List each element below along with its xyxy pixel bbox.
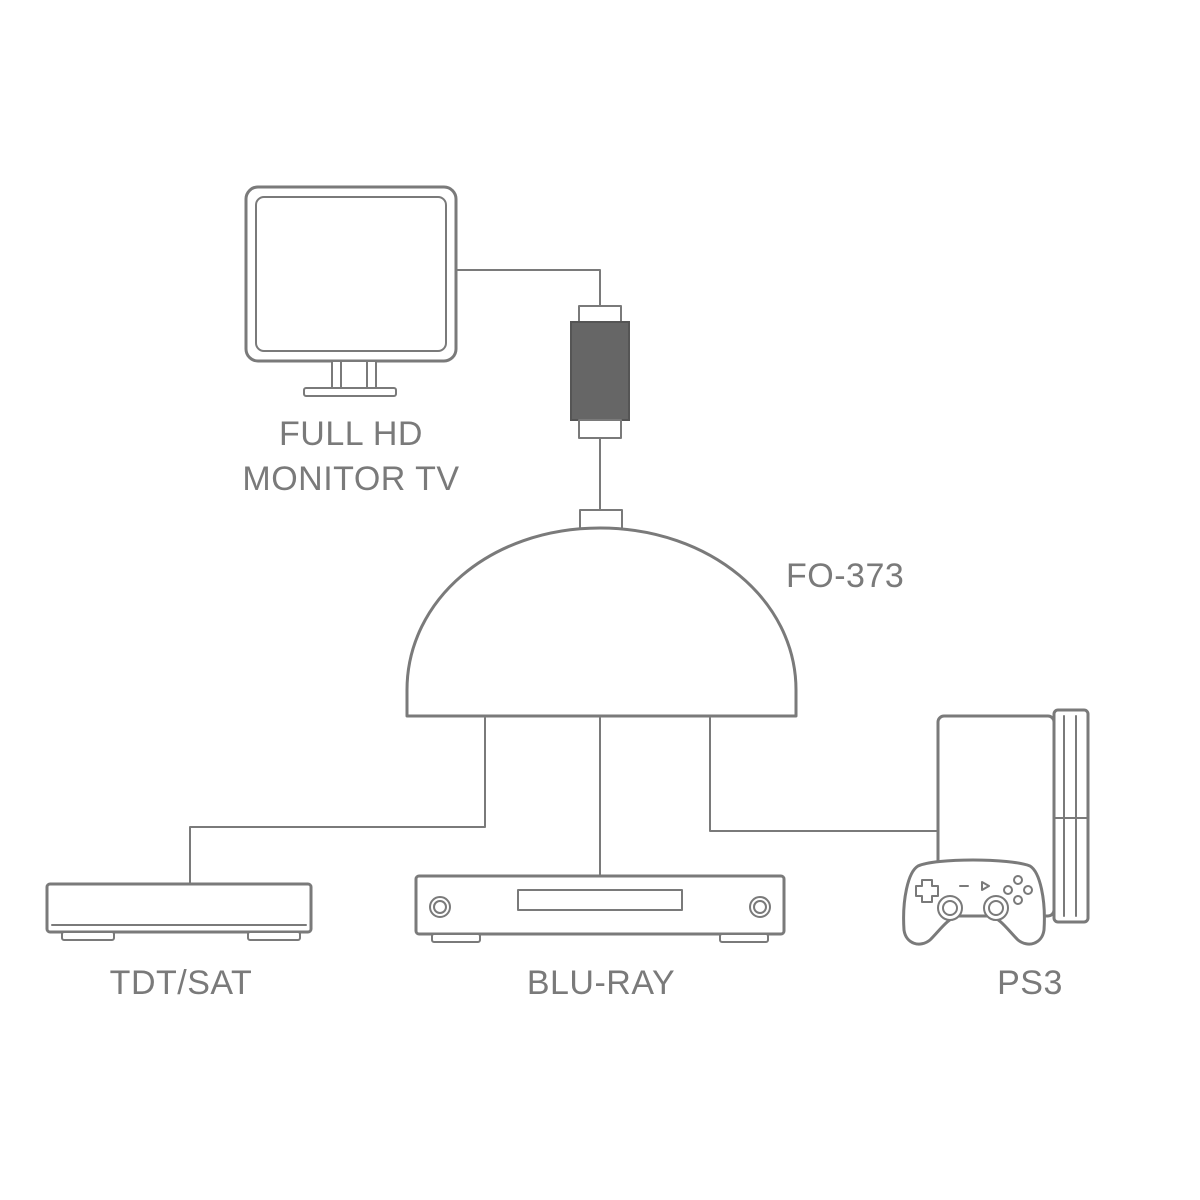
cable-switch-to-tdt [189, 717, 486, 885]
set-top-box-icon [45, 882, 313, 941]
cables [189, 269, 939, 885]
hdmi-switch-icon [405, 509, 798, 718]
monitor-icon [244, 185, 458, 397]
ps3-label: PS3 [997, 964, 1063, 1002]
bluray-label: BLU-RAY [526, 964, 676, 1002]
bluray-player-icon [414, 874, 786, 943]
monitor-label-line1: FULL HD [279, 415, 423, 453]
tdt-sat-label: TDT/SAT [109, 964, 253, 1002]
switch-label: FO-373 [786, 557, 905, 595]
hdmi-coupler-icon [570, 305, 630, 439]
cable-monitor-to-coupler [455, 269, 601, 307]
cable-switch-to-ps3 [709, 717, 939, 832]
game-console-icon [902, 708, 1090, 946]
monitor-label-line2: MONITOR TV [242, 460, 460, 498]
